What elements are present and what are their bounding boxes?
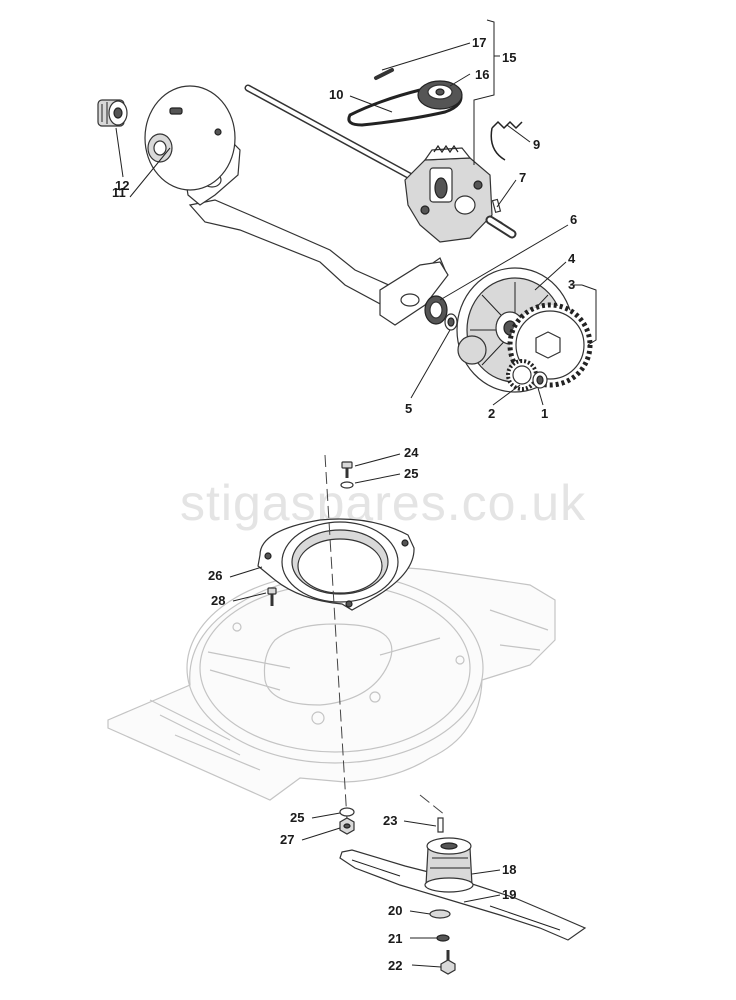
bearing bbox=[424, 295, 448, 325]
callout-15: 15 bbox=[502, 50, 516, 65]
kit-bracket-15 bbox=[473, 19, 495, 165]
callout-4: 4 bbox=[568, 251, 576, 266]
callout-12: 12 bbox=[115, 178, 129, 193]
axle-bracket-right bbox=[379, 261, 449, 326]
callout-22: 22 bbox=[388, 958, 402, 973]
callout-20: 20 bbox=[388, 903, 402, 918]
callout-2: 2 bbox=[488, 406, 495, 421]
belt-and-pulley bbox=[347, 80, 463, 127]
wheel-cover-disc bbox=[144, 85, 236, 191]
callout-25-bottom: 25 bbox=[290, 810, 304, 825]
gearbox bbox=[404, 144, 517, 243]
callout-11: 11 bbox=[112, 185, 126, 200]
callout-26: 26 bbox=[208, 568, 222, 583]
key-part-7 bbox=[491, 198, 502, 214]
motor-flange bbox=[257, 518, 415, 611]
callout-labels: 1 2 3 4 5 6 7 9 10 11 12 15 16 17 18 19 … bbox=[112, 35, 577, 973]
screw-part-28 bbox=[267, 587, 277, 606]
callout-28: 28 bbox=[211, 593, 225, 608]
pinion-gear bbox=[506, 359, 538, 391]
pin-part-17 bbox=[374, 68, 394, 80]
leader-lines-bottom bbox=[229, 453, 501, 968]
blade-hub bbox=[424, 837, 474, 893]
callout-10: 10 bbox=[329, 87, 343, 102]
mower-deck bbox=[107, 566, 556, 801]
callout-18: 18 bbox=[502, 862, 516, 877]
callout-16: 16 bbox=[475, 67, 489, 82]
washer-part-25-top bbox=[340, 481, 354, 489]
callout-3: 3 bbox=[568, 277, 575, 292]
callout-6: 6 bbox=[570, 212, 577, 227]
key-part-23 bbox=[437, 817, 444, 833]
axle-bar bbox=[188, 199, 446, 313]
screw-part-22 bbox=[440, 950, 456, 975]
bushing-part-12 bbox=[97, 99, 128, 127]
callout-25-top: 25 bbox=[404, 466, 418, 481]
callout-23: 23 bbox=[383, 813, 397, 828]
callout-5: 5 bbox=[405, 401, 412, 416]
screw-part-24 bbox=[341, 461, 353, 478]
spring bbox=[490, 120, 523, 161]
washer-part-25-bottom bbox=[339, 807, 355, 817]
leader-lines-top bbox=[115, 42, 582, 406]
callout-21: 21 bbox=[388, 931, 402, 946]
nut-part-27 bbox=[339, 817, 355, 835]
washer-part-20 bbox=[429, 909, 451, 919]
callout-9: 9 bbox=[533, 137, 540, 152]
callout-1: 1 bbox=[541, 406, 548, 421]
centre-axis-line bbox=[324, 454, 348, 821]
callout-17: 17 bbox=[472, 35, 486, 50]
callout-24: 24 bbox=[404, 445, 419, 460]
watermark: stigaspares.co.uk bbox=[180, 475, 586, 531]
deck-outline bbox=[107, 566, 556, 801]
drive-assembly bbox=[97, 19, 597, 393]
callout-7: 7 bbox=[519, 170, 526, 185]
secondary-axis-line bbox=[419, 794, 446, 816]
lock-washer-part-21 bbox=[436, 934, 450, 942]
callout-19: 19 bbox=[502, 887, 516, 902]
callout-27: 27 bbox=[280, 832, 294, 847]
